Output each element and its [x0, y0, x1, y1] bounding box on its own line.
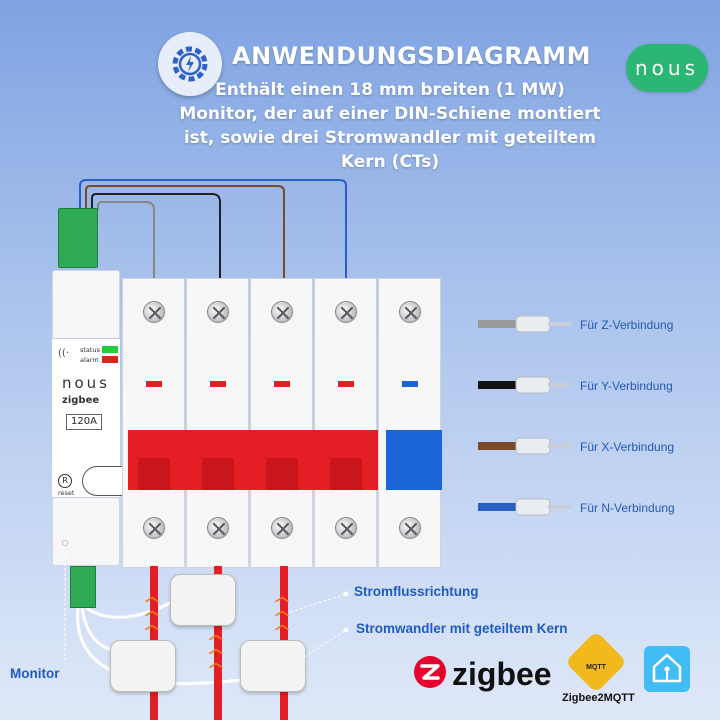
screw-icon — [143, 301, 165, 323]
wire-label-y: Für Y-Verbindung — [580, 379, 673, 393]
monitor-bottom-terminal — [70, 566, 96, 608]
breaker-indicator — [338, 381, 354, 387]
screw-icon — [335, 301, 357, 323]
breaker-handle — [266, 458, 298, 490]
wire-sample-y — [478, 376, 572, 394]
breaker-handle — [330, 458, 362, 490]
monitor-top-terminal — [58, 208, 98, 268]
alarm-led — [102, 356, 118, 363]
mqtt-badge-text: MQTT — [586, 664, 606, 671]
zigbee2mqtt-label: Zigbee2MQTT — [562, 692, 635, 704]
screw-icon — [207, 301, 229, 323]
reset-label: reset — [58, 489, 75, 497]
monitor-zigbee-label: zigbee — [62, 395, 100, 406]
alarm-label: alarm — [80, 356, 99, 364]
flow-arrow-icon: ︿︿︿ — [145, 589, 159, 633]
breaker-handle — [202, 458, 234, 490]
wire-sample-z — [478, 315, 572, 333]
screw-icon — [399, 517, 421, 539]
flow-arrow-icon: ︿︿︿ — [275, 589, 289, 633]
page-subtitle: Enthält einen 18 mm breiten (1 MW) Monit… — [150, 78, 630, 174]
flow-arrow-icon: ︿︿︿ — [209, 627, 223, 671]
screw-icon — [143, 517, 165, 539]
zigbee-wordmark: zigbee — [452, 656, 552, 692]
wire-label-x: Für X-Verbindung — [580, 440, 675, 454]
brand-logo: nous — [626, 44, 708, 92]
subtitle-line: ist, sowie drei Stromwandler mit geteilt… — [183, 128, 597, 148]
screw-icon — [335, 517, 357, 539]
subtitle-line: Kern (CTs) — [340, 152, 440, 172]
breaker-indicator — [274, 381, 290, 387]
reset-icon: R — [58, 474, 72, 488]
wire-sample-x — [478, 437, 572, 455]
breaker-indicator — [146, 381, 162, 387]
split-core-ct-label: Stromwandler mit geteiltem Kern — [356, 621, 568, 636]
current-transformer — [170, 574, 236, 626]
settings-gear-icon — [158, 32, 222, 96]
breaker-handle — [138, 458, 170, 490]
status-led — [102, 346, 118, 353]
neutral-indicator — [402, 381, 418, 387]
screw-icon — [399, 301, 421, 323]
page-title: ANWENDUNGSDIAGRAMM — [232, 42, 592, 70]
screw-icon — [271, 301, 293, 323]
home-assistant-logo-icon — [644, 646, 690, 692]
monitor-callout-label: Monitor — [10, 666, 60, 681]
wire-label-z: Für Z-Verbindung — [580, 318, 674, 332]
zigbee-logo-icon — [414, 656, 446, 688]
monitor-button — [82, 466, 124, 496]
monitor-rating-label: 120A — [66, 414, 102, 430]
monitor-brand-label: nous — [61, 374, 110, 392]
current-transformer — [110, 640, 176, 692]
screw-icon — [207, 517, 229, 539]
wire-samples — [478, 315, 572, 516]
breaker-indicator — [210, 381, 226, 387]
subtitle-line: Enthält einen 18 mm breiten (1 MW) — [215, 80, 565, 100]
wire-sample-n — [478, 498, 572, 516]
flow-direction-label: Stromflussrichtung — [354, 584, 479, 599]
wire-label-n: Für N-Verbindung — [580, 501, 675, 515]
current-transformer — [240, 640, 306, 692]
wifi-icon: ((· — [58, 348, 69, 359]
status-label: status — [80, 346, 100, 354]
subtitle-line: Monitor, der auf einer DIN-Schiene monti… — [179, 104, 601, 124]
screw-icon — [271, 517, 293, 539]
monitor-callout-dot — [62, 540, 68, 546]
phase-cable — [214, 566, 222, 720]
neutral-handle — [386, 430, 442, 490]
